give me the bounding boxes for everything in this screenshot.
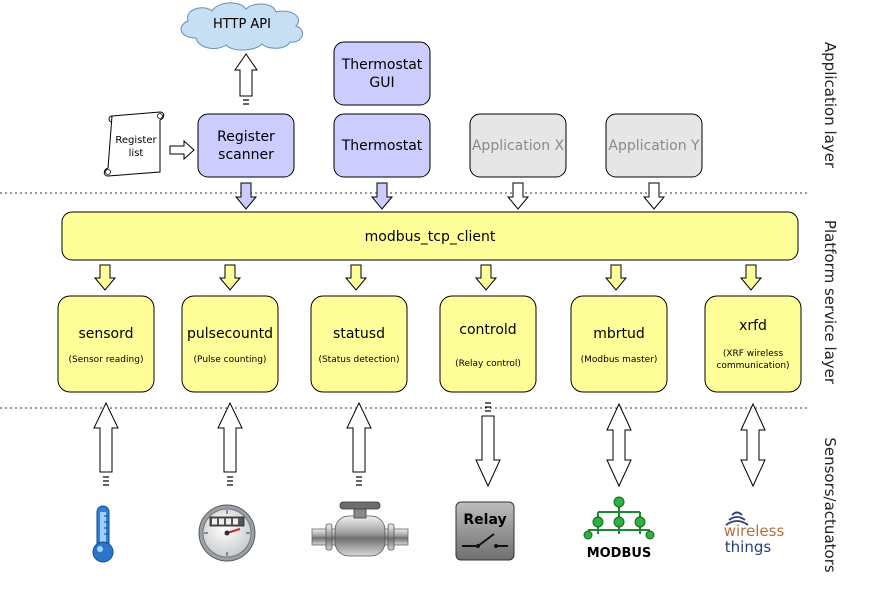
- thermostat-box: Thermostat: [333, 113, 431, 178]
- thermometer-icon: [92, 505, 114, 563]
- service-name: mbrtud: [593, 326, 645, 342]
- arrow-pulse-meter-to-pulsecountd: [217, 401, 243, 486]
- modbus-tcp-client-label: modbus_tcp_client: [365, 229, 496, 245]
- arrow-xrfd-wireless-bidirectional: [740, 402, 766, 488]
- wireless-line1: wireless: [724, 522, 785, 540]
- application-y-label: Application Y: [608, 138, 700, 154]
- register-list-line2: list: [129, 148, 144, 159]
- service-box-sensord: sensord (Sensor reading): [57, 295, 155, 393]
- service-desc-line2: communication): [716, 361, 789, 371]
- thermostat-gui-line2: GUI: [369, 75, 394, 91]
- layer-label-sensors: Sensors/actuators: [821, 437, 839, 573]
- service-box-xrfd: xrfd (XRF wireless communication): [704, 295, 802, 393]
- arrow-client-to-xrfd: [739, 264, 763, 291]
- thermostat-gui-box: Thermostat GUI: [333, 41, 431, 106]
- application-x-box: Application X: [469, 113, 567, 178]
- relay-label: Relay: [463, 512, 506, 528]
- service-name: statusd: [333, 326, 385, 342]
- arrow-client-to-sensord: [93, 264, 117, 291]
- application-x-label: Application X: [472, 138, 565, 154]
- service-desc: (Modbus master): [581, 355, 658, 365]
- modbus-tcp-client-box: modbus_tcp_client: [61, 211, 799, 261]
- relay-icon: Relay: [455, 501, 515, 561]
- application-y-box: Application Y: [605, 113, 703, 178]
- service-desc: (Sensor reading): [69, 355, 144, 365]
- arrow-application-y-to-client: [642, 182, 666, 210]
- client-to-services-arrows: [93, 264, 763, 291]
- arrow-valve-to-statusd: [346, 401, 372, 486]
- arrow-thermostat-to-client: [370, 182, 394, 210]
- service-box-statusd: statusd (Status detection): [310, 295, 408, 393]
- arrow-controld-to-relay: [475, 402, 501, 488]
- modbus-network-icon: MODBUS: [583, 496, 655, 561]
- arrow-client-to-statusd: [344, 264, 368, 291]
- service-name: pulsecountd: [187, 326, 273, 342]
- arrow-scanner-to-http-api: [234, 53, 258, 105]
- thermostat-label: Thermostat: [341, 138, 423, 154]
- layer-label-application: Application layer: [821, 42, 839, 169]
- pulse-meter-icon: [198, 504, 256, 562]
- wireless-things-logo: wireless things: [724, 511, 785, 556]
- service-desc: (Relay control): [455, 359, 521, 369]
- service-name: sensord: [78, 326, 133, 342]
- service-box-pulsecountd: pulsecountd (Pulse counting): [181, 295, 279, 393]
- layer-label-platform: Platform service layer: [821, 220, 839, 385]
- arrow-client-to-controld: [474, 264, 498, 291]
- http-api-label: HTTP API: [213, 17, 271, 32]
- register-scanner-line1: Register: [217, 129, 275, 145]
- arrow-list-to-scanner: [169, 139, 195, 161]
- service-desc: (XRF wireless: [723, 349, 784, 359]
- arrow-application-x-to-client: [506, 182, 530, 210]
- arrow-scanner-to-client: [234, 182, 258, 210]
- modbus-label: MODBUS: [587, 546, 652, 561]
- service-name: controld: [459, 322, 516, 338]
- register-list-line1: Register: [115, 135, 157, 146]
- arrow-mbrtud-modbus-bidirectional: [606, 402, 632, 488]
- valve-icon: [311, 501, 409, 557]
- register-scanner-box: Register scanner: [197, 113, 295, 178]
- service-desc: (Status detection): [318, 355, 399, 365]
- arrow-client-to-mbrtud: [604, 264, 628, 291]
- thermostat-gui-line1: Thermostat: [341, 57, 423, 73]
- arrow-thermometer-to-sensord: [93, 401, 119, 486]
- service-box-mbrtud: mbrtud (Modbus master): [570, 295, 668, 393]
- service-desc: (Pulse counting): [194, 355, 267, 365]
- service-box-controld: controld (Relay control): [439, 295, 537, 393]
- service-name: xrfd: [739, 318, 767, 334]
- arrow-client-to-pulsecountd: [218, 264, 242, 291]
- register-scanner-line2: scanner: [218, 147, 274, 163]
- http-api-cloud: HTTP API: [180, 2, 304, 51]
- register-list-document-icon: Register list: [103, 111, 165, 177]
- wireless-line2: things: [725, 538, 772, 556]
